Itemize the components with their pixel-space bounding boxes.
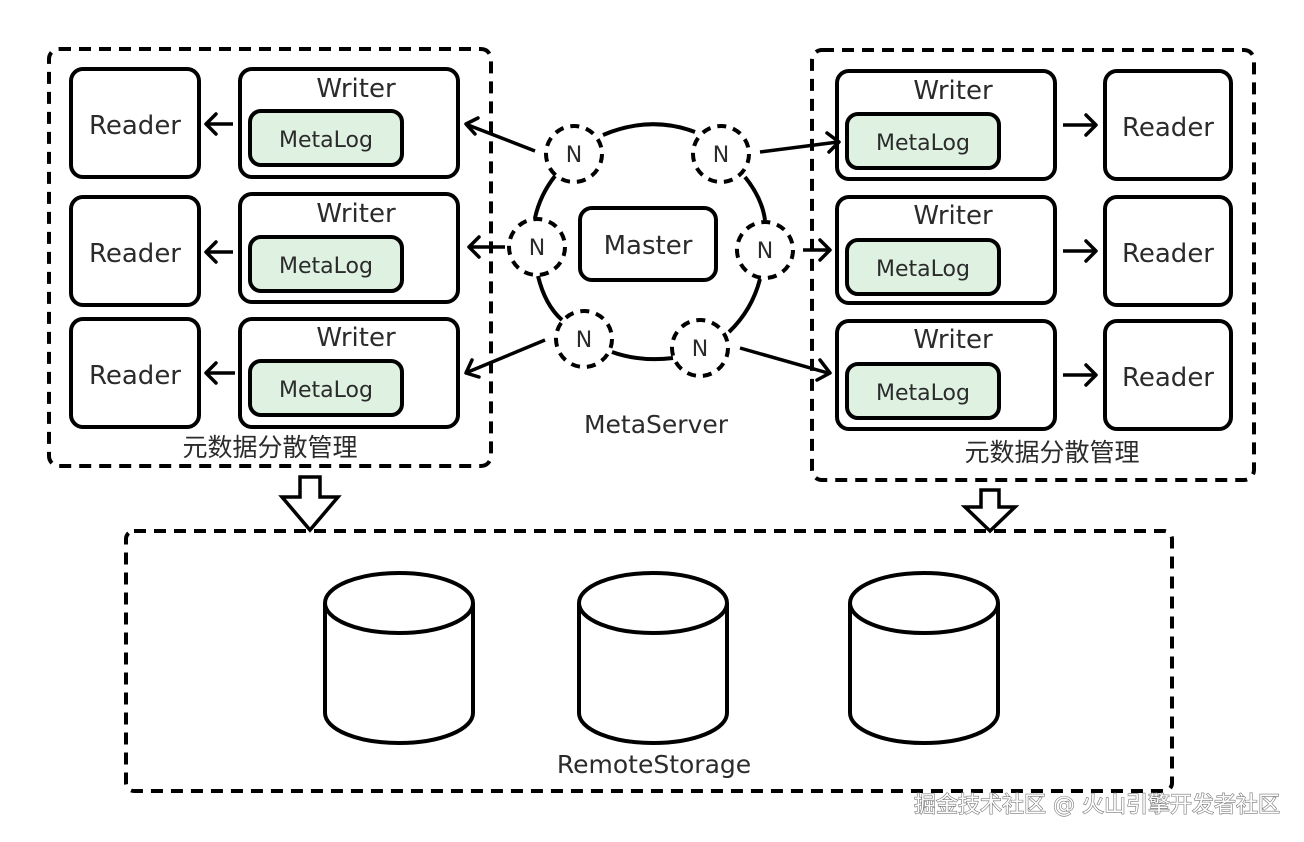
ring-segment xyxy=(533,174,557,219)
right-row-2: Writer MetaLog Reader xyxy=(835,195,1233,307)
reader-box xyxy=(69,67,201,179)
reader-label: Reader xyxy=(1122,363,1214,393)
node-mid-left: N xyxy=(507,217,567,277)
connector-to-right-row-1 xyxy=(759,131,841,154)
reader-label: Reader xyxy=(1122,239,1214,269)
writer-label: Writer xyxy=(316,323,396,353)
metalog-box xyxy=(248,235,404,293)
node-label: N xyxy=(692,337,708,362)
metalog-label: MetaLog xyxy=(279,378,373,403)
right-row-3: Writer MetaLog Reader xyxy=(835,319,1233,431)
reader-label: Reader xyxy=(89,239,181,269)
metalog-box xyxy=(845,112,1001,170)
storage-border xyxy=(124,529,1174,793)
reader-box xyxy=(1103,319,1233,431)
writer-label: Writer xyxy=(316,199,396,229)
left-group: Reader Writer MetaLog Reader Writer Meta… xyxy=(47,47,493,468)
reader-label: Reader xyxy=(89,361,181,391)
right-group-border xyxy=(810,48,1256,482)
database-cylinder-icon xyxy=(848,571,1000,745)
node-label: N xyxy=(713,143,729,168)
connector-to-left-row-3 xyxy=(464,338,546,379)
left-row-3: Reader Writer MetaLog xyxy=(69,317,460,429)
arrow-left-icon xyxy=(204,240,233,264)
arrow-right-icon xyxy=(1063,113,1098,137)
watermark: 掘金技术社区 @ 火山引擎开发者社区 xyxy=(914,793,1280,818)
connector-to-right-row-2 xyxy=(803,238,832,262)
node-bottom-left: N xyxy=(554,309,614,369)
ring-segment xyxy=(727,278,762,334)
master-box xyxy=(578,206,718,282)
metalog-label: MetaLog xyxy=(279,254,373,279)
reader-box xyxy=(69,195,201,307)
down-arrow-icon-right xyxy=(960,488,1020,534)
metalog-label: MetaLog xyxy=(876,381,970,406)
metalog-box xyxy=(248,109,404,167)
metalog-box xyxy=(248,359,404,417)
storage-caption: RemoteStorage xyxy=(557,750,751,779)
arrow-right-icon xyxy=(1063,239,1098,263)
metalog-box xyxy=(845,238,1001,296)
connector-to-left-row-2 xyxy=(467,235,505,259)
right-group: Writer MetaLog Reader Writer MetaLog Rea… xyxy=(810,48,1256,482)
remote-storage: RemoteStorage xyxy=(124,529,1174,793)
reader-box xyxy=(1103,195,1233,307)
node-mid-right: N xyxy=(735,220,795,280)
metalog-label: MetaLog xyxy=(876,131,970,156)
writer-label: Writer xyxy=(316,74,396,104)
left-row-2: Reader Writer MetaLog xyxy=(69,192,460,307)
arrow-left-icon xyxy=(204,361,235,385)
left-group-border xyxy=(47,47,493,468)
master-label: Master xyxy=(604,231,693,261)
metaserver: N N N N N N Master MetaServer xyxy=(464,116,841,439)
reader-box xyxy=(1103,69,1233,181)
node-label: N xyxy=(529,236,545,261)
node-label: N xyxy=(566,143,582,168)
writer-label: Writer xyxy=(913,325,993,355)
connector-to-left-row-1 xyxy=(464,116,536,153)
ring-segment xyxy=(602,122,696,137)
metalog-label: MetaLog xyxy=(876,257,970,282)
database-cylinder-icon xyxy=(323,571,475,745)
reader-label: Reader xyxy=(1122,113,1214,143)
writer-label: Writer xyxy=(913,76,993,106)
database-cylinder-icon xyxy=(577,571,729,745)
writer-label: Writer xyxy=(913,201,993,231)
node-bottom-right: N xyxy=(670,318,730,378)
right-row-1: Writer MetaLog Reader xyxy=(835,69,1233,181)
arrow-right-icon xyxy=(1063,363,1098,387)
node-top-left: N xyxy=(544,124,604,184)
ring-segment xyxy=(611,350,674,362)
metaserver-caption: MetaServer xyxy=(584,410,729,439)
ring-segment xyxy=(743,175,767,221)
left-group-caption: 元数据分散管理 xyxy=(182,433,357,462)
node-label: N xyxy=(576,328,592,353)
connector-to-right-row-3 xyxy=(739,346,832,382)
reader-box xyxy=(69,317,201,429)
left-row-1: Reader Writer MetaLog xyxy=(69,67,460,179)
node-label: N xyxy=(757,239,773,264)
down-arrow-icon-left xyxy=(278,475,342,533)
arrow-left-icon xyxy=(204,112,233,136)
metalog-label: MetaLog xyxy=(279,128,373,153)
metalog-box xyxy=(845,362,1001,420)
node-top-right: N xyxy=(691,124,751,184)
reader-label: Reader xyxy=(89,111,181,141)
right-group-caption: 元数据分散管理 xyxy=(964,438,1139,467)
ring-segment xyxy=(536,275,564,322)
